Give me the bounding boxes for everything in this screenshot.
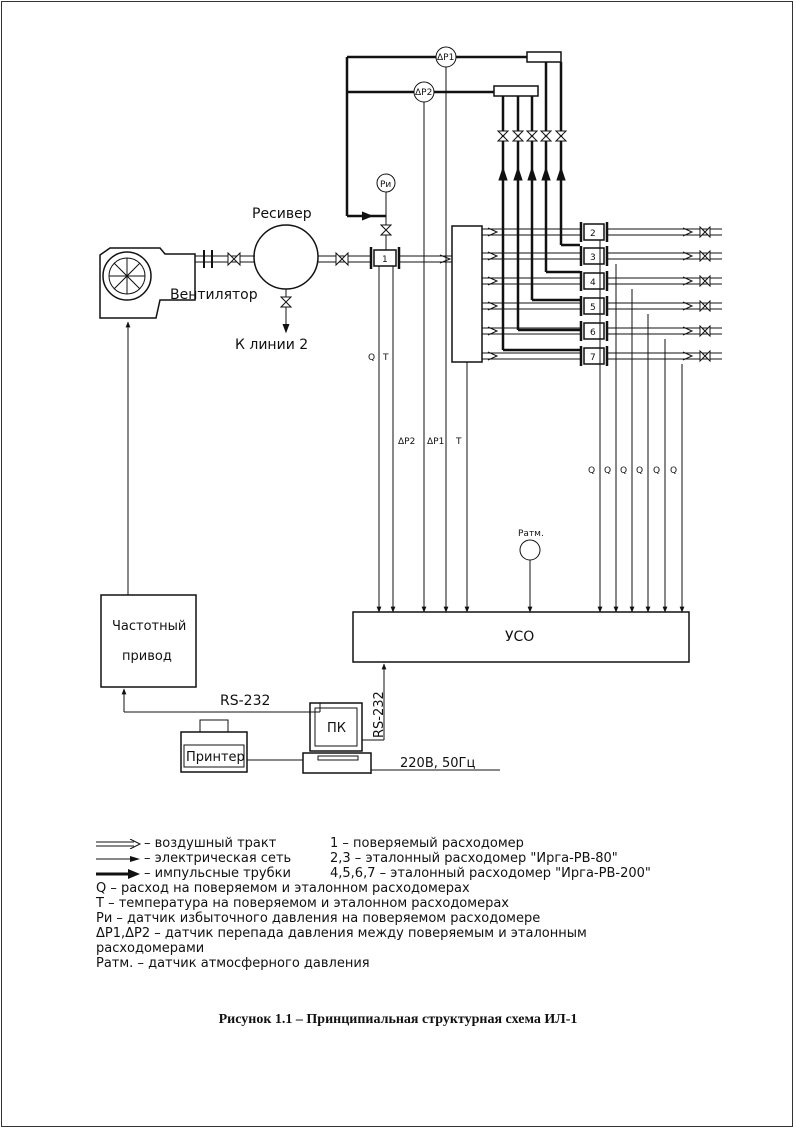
pc-label: ПК [327,721,346,736]
q-signal-label: Q [636,466,643,476]
meter-number: 6 [590,328,596,338]
reference-meter-branch: 7Q [482,346,722,613]
figure-caption: Рисунок 1.1 – Принципиальная структурная… [218,1012,578,1027]
meter-number: 3 [590,253,596,263]
legend-row-elec: – электрическая сеть 2,3 – эталонный рас… [96,851,716,866]
meter-number: 7 [590,353,596,363]
printer-label: Принтер [186,750,245,765]
printer-box [180,731,248,773]
electric-line-symbol [96,856,140,862]
freq-drive-line2: привод [122,649,172,664]
pc-monitor [309,702,363,752]
t-signal-label: T [455,437,462,447]
legend-air-text: – воздушный тракт [144,836,277,851]
legend-patm-line: Pатм. – датчик атмосферного давления [96,956,370,971]
fan-unit [99,247,196,319]
fan-label: Вентилятор [170,287,258,303]
legend-pu-line: Pи – датчик избыточного давления на пове… [96,911,541,926]
rs232-vertical-label: RS-232 [372,691,387,738]
q-label-meter1: Q [368,353,375,363]
legend-dp-line: ΔP1,ΔP2 – датчик перепада давления между… [96,926,587,941]
rs232-horizontal-label: RS-232 [220,693,270,709]
collector-block [451,225,483,363]
receiver-label: Ресивер [252,206,312,222]
freq-drive-line1: Частотный [112,619,186,634]
legend-meter23-text: 2,3 – эталонный расходомер "Ирга-РВ-80" [330,851,618,866]
q-signal-label: Q [604,466,611,476]
reference-meter-branch: 5Q [482,296,722,613]
reference-meter-branch: 6Q [482,321,722,613]
air-path-symbol [96,839,142,849]
q-signal-label: Q [588,466,595,476]
frequency-drive-box [100,594,197,688]
uso-block [352,611,690,663]
dp2-signal-label: ΔP2 [398,437,415,447]
meter-number: 5 [590,303,596,313]
reference-meter-branch: 3Q [482,246,722,613]
patm-label: Pатм. [518,529,544,539]
to-line-label: К линии 2 [235,337,308,353]
dp2-sensor-label: ΔP2 [415,88,432,98]
legend-q-line: Q – расход на поверяемом и эталонном рас… [96,881,470,896]
meter-number: 4 [590,278,596,288]
q-signal-label: Q [653,466,660,476]
legend-elec-text: – электрическая сеть [144,851,292,866]
legend-row-pulse: – импульсные трубки 4,5,6,7 – эталонный … [96,866,716,881]
t-label-meter1: T [382,353,389,363]
legend-meter4567-text: 4,5,6,7 – эталонный расходомер "Ирга-РВ-… [330,866,651,881]
meter-number: 2 [590,229,596,239]
dp1-sensor-label: ΔP1 [437,53,454,63]
power-label: 220В, 50Гц [400,756,475,771]
reference-meter-branch: 2Q [482,222,722,613]
legend-row-air: – воздушный тракт 1 – поверяемый расходо… [96,836,716,851]
pu-label: Pи [380,180,391,190]
q-signal-label: Q [620,466,627,476]
uso-label: УСО [505,629,534,645]
meter-1-number: 1 [382,255,388,265]
dp1-signal-label: ΔP1 [427,437,444,447]
legend-dp-line-cont: расходомерами [96,941,205,956]
legend-t-line: T – температура на поверяемом и эталонно… [96,896,509,911]
legend-pulse-text: – импульсные трубки [144,866,291,881]
legend-meter1-text: 1 – поверяемый расходомер [330,836,524,851]
legend: – воздушный тракт 1 – поверяемый расходо… [96,836,716,971]
reference-meter-branch: 4Q [482,271,722,613]
receiver-tank [253,224,319,290]
pulse-tube-symbol [96,869,140,879]
q-signal-label: Q [670,466,677,476]
